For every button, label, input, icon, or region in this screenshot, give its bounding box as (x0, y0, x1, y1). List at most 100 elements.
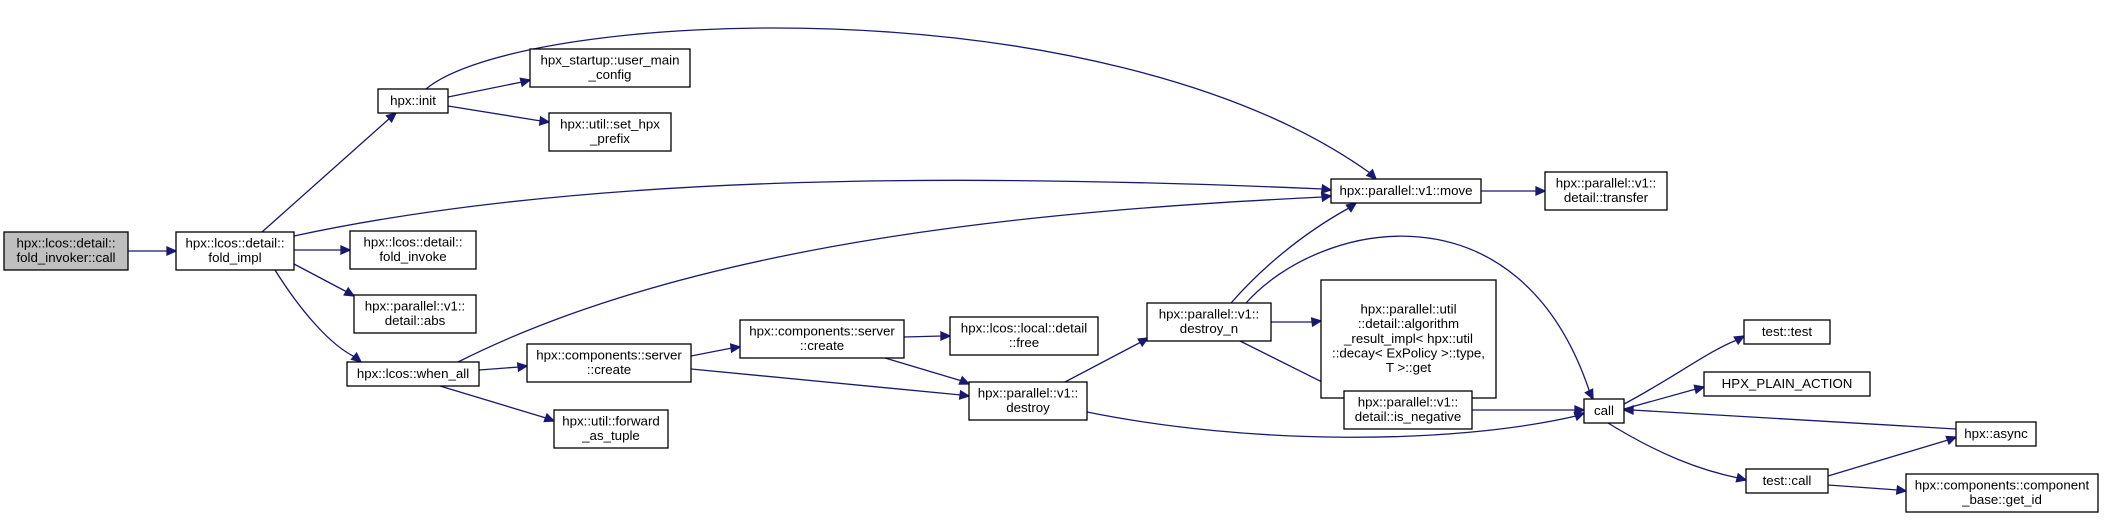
node-box (548, 112, 672, 152)
node-label-line: _result_impl< hpx::util (1343, 331, 1473, 346)
node-destroy[interactable]: hpx::parallel::v1::destroy (968, 381, 1088, 421)
node-label-line: ::create (587, 362, 631, 377)
edge-destroy-to-destroy_n (1064, 337, 1150, 383)
node-box (1146, 302, 1272, 342)
node-label-line: hpx::parallel::v1:: (978, 386, 1079, 401)
arrowhead-icon (958, 389, 971, 400)
node-when-all[interactable]: hpx::lcos::when_all (346, 361, 480, 387)
node-root[interactable]: hpx::lcos::detail::fold_invoker::call (3, 231, 129, 271)
node-abs[interactable]: hpx::parallel::v1::detail::abs (353, 294, 477, 334)
node-srv-create2[interactable]: hpx::components::server::create (739, 319, 905, 359)
graph-edges (128, 27, 1958, 495)
node-box (353, 294, 477, 334)
arrowhead-icon (1320, 192, 1333, 203)
arrowhead-icon (1365, 168, 1378, 181)
edge-line (439, 385, 547, 419)
node-label-line: detail::transfer (1564, 190, 1649, 205)
node-label-line: hpx::components::server (749, 324, 895, 339)
node-label-line: hpx::lcos::when_all (357, 366, 469, 381)
node-box (377, 88, 449, 114)
arrowhead-icon (343, 286, 356, 297)
edge-fold_impl-to-init (261, 111, 398, 233)
edge-init-to-user_main_config (447, 77, 532, 98)
node-call[interactable]: call (1583, 398, 1625, 424)
edge-line (1827, 484, 1899, 491)
node-test-test[interactable]: test::test (1743, 319, 1831, 345)
arrowhead-icon (729, 343, 742, 354)
arrowhead-icon (1310, 317, 1323, 328)
edge-line (457, 196, 1324, 363)
node-fold-invoke[interactable]: hpx::lcos::detail::fold_invoke (349, 230, 477, 270)
node-is-negative[interactable]: hpx::parallel::v1::detail::is_negative (1343, 390, 1473, 430)
edge-async-to-call (1622, 404, 1957, 430)
node-get-id[interactable]: hpx::components::component_base::get_id (1905, 473, 2099, 513)
node-destroy-n[interactable]: hpx::parallel::v1::destroy_n (1146, 302, 1272, 342)
node-label-line: ::create (800, 338, 844, 353)
edge-line (690, 368, 962, 396)
graph-nodes: hpx::lcos::detail::fold_invoker::callhpx… (3, 48, 2099, 513)
node-label-line: hpx::parallel::v1:: (365, 299, 466, 314)
node-box (968, 381, 1088, 421)
node-srv-create1[interactable]: hpx::components::server::create (526, 343, 692, 383)
node-label-line: hpx::async (1964, 426, 2028, 441)
node-user-main-config[interactable]: hpx_startup::user_main_config (529, 48, 691, 88)
edge-destroy_n-to-move (1230, 202, 1358, 304)
node-transfer[interactable]: hpx::parallel::v1::detail::transfer (1544, 171, 1668, 211)
edge-srv_create1-to-destroy (690, 368, 971, 400)
edge-when_all-to-srv_create1 (478, 362, 529, 373)
node-box (175, 231, 295, 271)
node-label-line: hpx::util::forward (562, 414, 660, 429)
node-hpx-plain-action[interactable]: HPX_PLAIN_ACTION (1703, 371, 1871, 397)
edge-call-to-test_test (1623, 335, 1746, 405)
arrowhead-icon (340, 244, 352, 256)
node-label-line: ::decay< ExPolicy >::type, (1332, 345, 1485, 360)
edge-line (903, 335, 943, 338)
node-label-line: ::free (1009, 335, 1039, 350)
node-box (1343, 390, 1473, 430)
node-algorithm-result[interactable]: hpx::parallel::util::detail::algorithm_r… (1320, 279, 1497, 399)
node-label-line: _base::get_id (1961, 492, 2042, 507)
edge-line (447, 81, 523, 98)
arrowhead-icon (1945, 435, 1958, 446)
node-label-line: hpx::lcos::local::detail (961, 321, 1087, 336)
edge-line (1631, 409, 1957, 430)
node-fold-impl[interactable]: hpx::lcos::detail::fold_impl (175, 231, 295, 271)
node-move[interactable]: hpx::parallel::v1::move (1330, 178, 1482, 204)
edge-line (447, 105, 542, 122)
node-box (1955, 421, 2037, 447)
node-set-hpx-prefix[interactable]: hpx::util::set_hpx_prefix (548, 112, 672, 152)
node-label-line: hpx::lcos::detail:: (363, 235, 462, 250)
node-box (949, 316, 1099, 356)
node-box (1320, 279, 1497, 399)
node-label-line: hpx::util::set_hpx (560, 117, 660, 132)
node-forward-as-tuple[interactable]: hpx::util::forward_as_tuple (553, 409, 669, 449)
arrowhead-icon (1137, 337, 1150, 348)
node-init[interactable]: hpx::init (377, 88, 449, 114)
node-async[interactable]: hpx::async (1955, 421, 2037, 447)
edge-line (1607, 422, 1739, 479)
node-label-line: destroy (1006, 400, 1050, 415)
node-box (3, 231, 129, 271)
node-box (529, 48, 691, 88)
node-free[interactable]: hpx::lcos::local::detail::free (949, 316, 1099, 356)
arrowhead-icon (385, 111, 398, 123)
node-label-line: hpx::parallel::v1:: (1159, 307, 1260, 322)
arrowhead-icon (958, 375, 971, 385)
node-label-line: fold_impl (208, 250, 261, 265)
edge-fold_impl-to-fold_invoke (294, 244, 352, 256)
edge-line (1623, 339, 1738, 405)
node-test-call[interactable]: test::call (1745, 468, 1829, 494)
edge-line (425, 27, 1371, 174)
edge-line (293, 179, 1324, 237)
edge-test_call-to-get_id (1827, 484, 1908, 495)
node-box (1905, 473, 2099, 513)
node-label-line: hpx::lcos::detail:: (16, 236, 115, 251)
node-label-line: hpx::parallel::v1:: (1556, 176, 1657, 191)
edge-srv_create2-to-free (903, 330, 952, 342)
edge-line (1064, 341, 1142, 383)
node-label-line: hpx_startup::user_main (541, 53, 680, 68)
arrowhead-icon (1693, 384, 1706, 395)
node-box (346, 361, 480, 387)
edge-destroy_n-to-call (1245, 235, 1594, 401)
